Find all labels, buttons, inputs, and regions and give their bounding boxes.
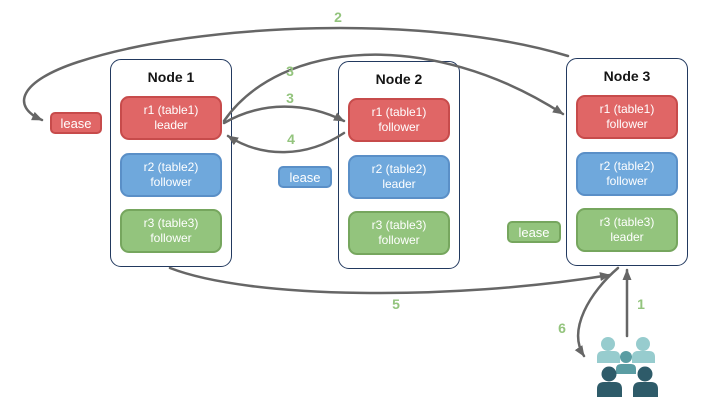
- arrow-step-2-forward-to-leaseholder: [22, 26, 570, 122]
- replica-label: r1 (table1): [599, 102, 655, 116]
- lease-badge-r1: lease: [50, 112, 102, 134]
- node-2-card: Node 2 r1 (table1) follower r2 (table2) …: [338, 61, 460, 269]
- replica-label: r3 (table3): [371, 218, 427, 232]
- arrow-step-5-response-to-node3: [168, 266, 612, 295]
- node-title: Node 2: [375, 71, 423, 87]
- step-label-1: 1: [637, 296, 645, 312]
- replica-role: leader: [382, 177, 416, 191]
- replica-r3-node1: r3 (table3) follower: [120, 209, 222, 253]
- step-label-4: 4: [287, 131, 295, 147]
- replica-role: follower: [606, 117, 648, 131]
- replica-r1-node2: r1 (table1) follower: [348, 98, 450, 142]
- arrow-step-3-replicate-to-node2: [222, 105, 346, 125]
- replica-label: r3 (table3): [143, 216, 199, 230]
- replica-role: follower: [606, 174, 648, 188]
- replica-r1-node3: r1 (table1) follower: [576, 95, 678, 139]
- node-3-card: Node 3 r1 (table1) follower r2 (table2) …: [566, 58, 688, 266]
- lease-badge-r2: lease: [278, 166, 332, 188]
- replica-label: r2 (table2): [143, 160, 199, 174]
- users-group-icon: [597, 337, 658, 397]
- replica-label: r3 (table3): [599, 215, 655, 229]
- step-label-5: 5: [392, 296, 400, 312]
- replica-role: follower: [378, 233, 420, 247]
- replica-r3-node3: r3 (table3) leader: [576, 208, 678, 252]
- step-label-2: 2: [334, 9, 342, 25]
- replica-label: r2 (table2): [371, 162, 427, 176]
- replica-role: follower: [150, 231, 192, 245]
- replica-role: leader: [154, 118, 188, 132]
- replica-r3-node2: r3 (table3) follower: [348, 211, 450, 255]
- lease-badge-r3: lease: [507, 221, 561, 243]
- replica-role: follower: [378, 120, 420, 134]
- step-label-3b: 3: [286, 90, 294, 106]
- replica-label: r2 (table2): [599, 159, 655, 173]
- step-label-6: 6: [558, 320, 566, 336]
- node-title: Node 1: [147, 69, 195, 85]
- replica-r2-node3: r2 (table2) follower: [576, 152, 678, 196]
- step-label-3a: 3: [286, 63, 294, 79]
- replica-r2-node2: r2 (table2) leader: [348, 155, 450, 199]
- replica-role: leader: [610, 230, 644, 244]
- replica-r1-node1: r1 (table1) leader: [120, 96, 222, 140]
- arrow-step-4-ack-to-leader: [226, 131, 346, 154]
- replica-label: r1 (table1): [143, 103, 199, 117]
- node-1-card: Node 1 r1 (table1) leader r2 (table2) fo…: [110, 59, 232, 267]
- replica-role: follower: [150, 175, 192, 189]
- replica-label: r1 (table1): [371, 105, 427, 119]
- replica-r2-node1: r2 (table2) follower: [120, 153, 222, 197]
- node-title: Node 3: [603, 68, 651, 84]
